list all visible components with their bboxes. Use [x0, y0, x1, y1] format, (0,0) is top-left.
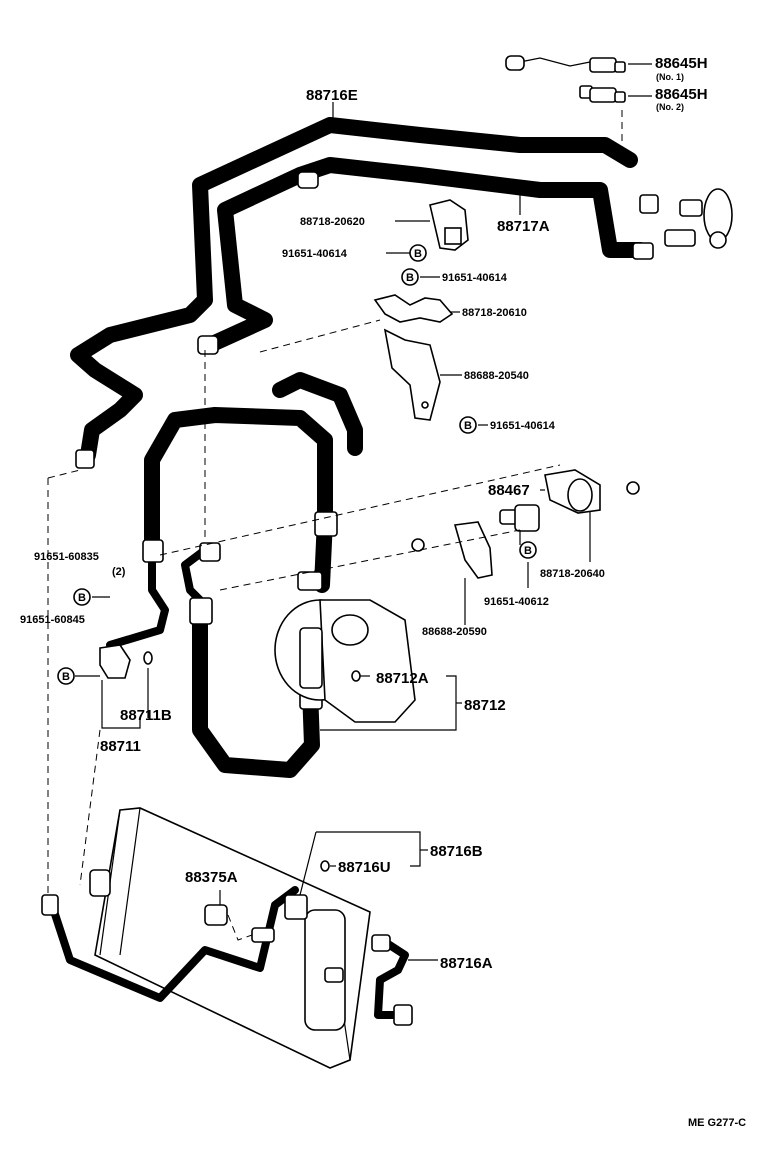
receiver-88716B	[284, 894, 346, 1031]
fitting-88717A-end	[297, 171, 319, 189]
svg-text:B: B	[524, 545, 532, 557]
clamp-88718-20610	[373, 294, 454, 323]
nut-right	[626, 481, 640, 495]
fitting-88716E-end	[197, 335, 219, 355]
hose-88716E	[70, 117, 638, 463]
svg-text:B: B	[406, 272, 414, 284]
bracket-88718-20640	[544, 469, 601, 514]
oring-88712A	[351, 670, 361, 682]
tube-88711	[106, 546, 209, 649]
label-88716U: 88716U	[338, 859, 391, 876]
label-88717A: 88717A	[497, 218, 550, 235]
label-91651-40614-c: 91651-40614	[490, 420, 556, 432]
condenser	[94, 807, 371, 1069]
label-88712: 88712	[464, 697, 506, 714]
svg-text:B: B	[78, 592, 86, 604]
compressor	[274, 599, 416, 723]
leader-clamp	[259, 319, 381, 353]
hose-upper-curve	[272, 372, 363, 456]
fitting-88711B	[99, 644, 131, 679]
label-88716B: 88716B	[430, 843, 483, 860]
hose-88717A	[202, 157, 648, 353]
label-88716A: 88716A	[440, 955, 493, 972]
tube-condenser	[48, 886, 299, 1002]
label-91651-40612: 91651-40612	[484, 596, 549, 608]
pressure-switch-no1	[505, 55, 626, 73]
label-91651-40614-a: 91651-40614	[282, 248, 348, 260]
nut-left	[411, 538, 425, 552]
oring-88716U	[320, 860, 330, 872]
label-88645H-no1: 88645H	[655, 55, 708, 72]
clamp-88718-20620	[429, 199, 469, 251]
fitting-condenser-inlet	[41, 894, 59, 916]
bracket-88688-20540	[383, 328, 441, 421]
leader-diagonal-mid	[219, 529, 521, 591]
label-88375A: 88375A	[185, 869, 238, 886]
bolt-marker-91651-40612: B	[519, 541, 537, 559]
fitting-88716E-lower	[75, 449, 95, 469]
leader-diagonal-upper	[159, 464, 561, 556]
coupling-suction	[314, 511, 338, 537]
label-91651-40614-b: 91651-40614	[442, 272, 508, 284]
label-88716E: 88716E	[306, 87, 358, 104]
bolt-marker-91651-40614-b: B	[401, 268, 419, 286]
label-88718-20620: 88718-20620	[300, 216, 365, 228]
hose-suction	[144, 407, 333, 593]
fittings-firewall	[632, 188, 733, 260]
fitting-condenser-top	[89, 869, 111, 897]
label-91651-60835: 91651-60835	[34, 551, 99, 563]
label-88712A: 88712A	[376, 670, 429, 687]
fitting-88375A	[251, 927, 275, 943]
coupling-left	[142, 539, 164, 563]
label-no2: (No. 2)	[656, 102, 684, 112]
label-88688-20590: 88688-20590	[422, 626, 487, 638]
fitting-discharge-end	[199, 542, 221, 562]
fitting-suction-end	[297, 571, 323, 591]
label-88718-20640: 88718-20640	[540, 568, 605, 580]
reference-code: ME G277-C	[688, 1117, 746, 1129]
svg-text:B: B	[414, 248, 422, 260]
label-88688-20540: 88688-20540	[464, 370, 529, 382]
label-no1: (No. 1)	[656, 72, 684, 82]
pressure-switch-no2	[579, 85, 626, 103]
label-leaders	[75, 63, 652, 961]
bolt-marker-91651-60845: B	[57, 667, 75, 685]
label-88711B: 88711B	[120, 707, 172, 724]
bracket-88688-20590	[453, 521, 493, 579]
label-91651-60845: 91651-60845	[20, 614, 85, 626]
bolt-marker-91651-40614-c: B	[459, 416, 477, 434]
hose-discharge	[192, 602, 320, 778]
plug-88375A	[204, 904, 228, 926]
hose-88716A	[374, 938, 409, 1019]
oring-88711B	[143, 651, 153, 665]
svg-text:B: B	[62, 671, 70, 683]
bolt-marker-91651-40614-a: B	[409, 244, 427, 262]
svg-text:B: B	[464, 420, 472, 432]
coupling-discharge	[189, 597, 213, 625]
label-88645H-no2: 88645H	[655, 86, 708, 103]
label-88718-20610: 88718-20610	[462, 307, 527, 319]
label-88711: 88711	[100, 738, 141, 755]
label-qty2: (2)	[112, 566, 126, 578]
bolt-marker-91651-60835: B	[73, 588, 91, 606]
label-88467: 88467	[488, 482, 530, 499]
valve-88467	[499, 504, 540, 532]
